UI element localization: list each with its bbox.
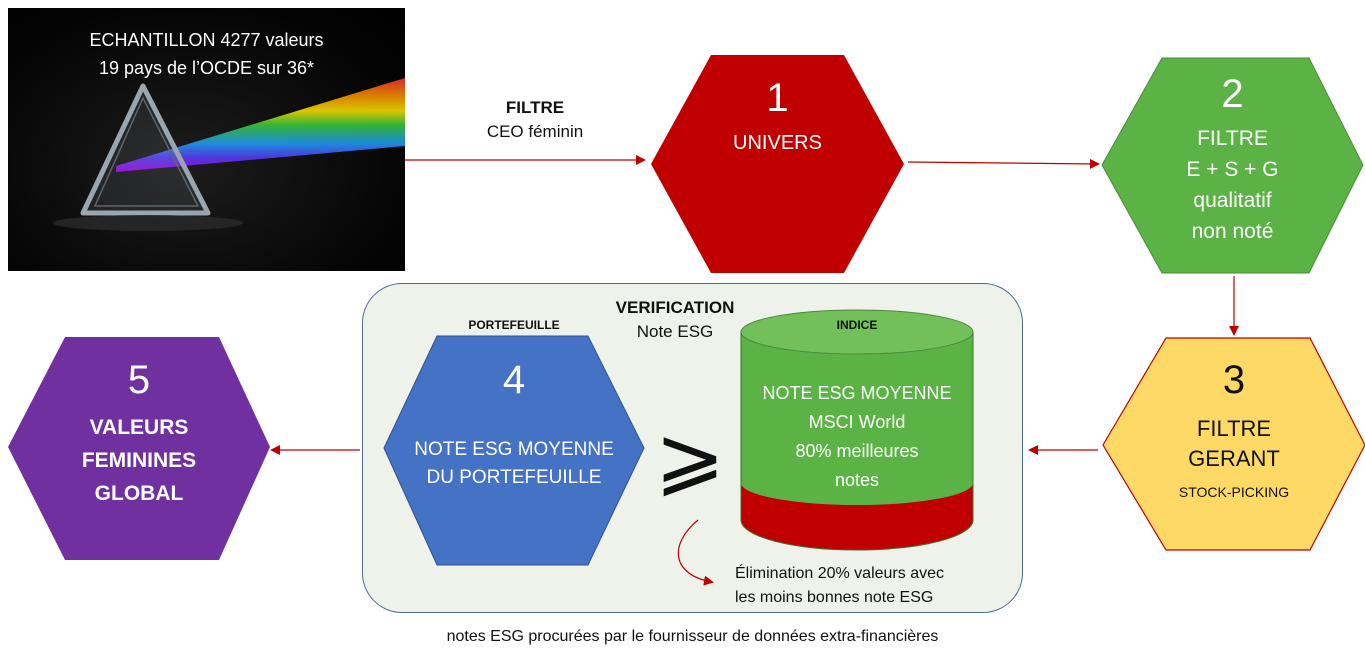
verification-title: VERIFICATION — [615, 298, 735, 317]
hexagon-filtre-esg — [1101, 57, 1364, 274]
sample-title: ECHANTILLON 4277 valeurs 19 pays de l’OC… — [8, 26, 405, 82]
sample-line-2: 19 pays de l’OCDE sur 36* — [98, 58, 315, 78]
step4-text: NOTE ESG MOYENNE DU PORTEFEUILLE — [384, 436, 644, 492]
filter-ceo-label: FILTRE CEO féminin — [470, 96, 600, 144]
step5-line-3: GLOBAL — [94, 482, 184, 505]
step3-number: 3 — [1222, 358, 1246, 402]
filter-ceo-subtitle: CEO féminin — [486, 122, 584, 141]
step3-line-1: FILTRE — [1196, 416, 1272, 441]
index-line-4: notes — [834, 470, 880, 490]
hexagon-filtre-gerant — [1102, 337, 1365, 551]
step1-number: 1 — [766, 76, 789, 120]
step4-number: 4 — [502, 358, 526, 402]
step5-line-1: VALEURS — [89, 416, 189, 439]
prism-illustration — [8, 78, 405, 231]
index-line-1: NOTE ESG MOYENNE — [762, 383, 952, 403]
step2-line-4: non noté — [1191, 220, 1274, 243]
step3-sub: STOCK-PICKING — [1178, 484, 1290, 500]
hexagon-valeurs-feminines — [8, 337, 270, 560]
verification-subtitle: Note ESG — [636, 322, 714, 341]
step3-text: FILTRE GERANT — [1103, 414, 1365, 474]
elimination-arrow — [677, 519, 714, 586]
prism-image — [8, 8, 405, 271]
step2-line-3: qualitatif — [1193, 189, 1272, 212]
footnote: notes ESG procurées par le fournisseur d… — [446, 628, 939, 645]
index-text: NOTE ESG MOYENNE MSCI World 80% meilleur… — [741, 379, 973, 495]
elimination-line-2: les moins bonnes note ESG — [735, 589, 934, 606]
step4-line-2: DU PORTEFEUILLE — [426, 467, 602, 488]
step2-line-1: FILTRE — [1197, 127, 1268, 150]
filter-ceo-title: FILTRE — [505, 98, 565, 117]
verification-label: VERIFICATION Note ESG — [590, 296, 760, 344]
elimination-text: Élimination 20% valeurs avec les moins b… — [735, 562, 1025, 610]
index-cylinder — [740, 309, 974, 551]
step4-header: PORTEFEUILLE — [468, 318, 560, 332]
step5-text: VALEURS FEMININES GLOBAL — [8, 411, 270, 510]
elimination-line-1: Élimination 20% valeurs avec — [735, 565, 944, 582]
step3-line-2: GERANT — [1188, 446, 1280, 471]
index-header: INDICE — [836, 318, 878, 332]
step2-line-2: E + S + G — [1186, 158, 1279, 181]
step2-number: 2 — [1221, 72, 1244, 116]
step4-line-1: NOTE ESG MOYENNE — [414, 439, 614, 460]
step5-number: 5 — [127, 358, 151, 402]
step2-text: FILTRE E + S + G qualitatif non noté — [1102, 123, 1363, 247]
hexagon-univers — [651, 55, 904, 273]
arrow-univers-to-filter — [907, 158, 1100, 169]
index-line-3: 80% meilleures — [795, 441, 919, 461]
hexagon-portefeuille — [383, 335, 645, 566]
greater-or-equal-symbol: ⩾ — [654, 410, 726, 504]
step5-line-2: FEMININES — [81, 449, 197, 472]
index-line-2: MSCI World — [808, 412, 906, 432]
step1-label: UNIVERS — [733, 132, 822, 154]
sample-line-1: ECHANTILLON 4277 valeurs — [89, 30, 324, 50]
